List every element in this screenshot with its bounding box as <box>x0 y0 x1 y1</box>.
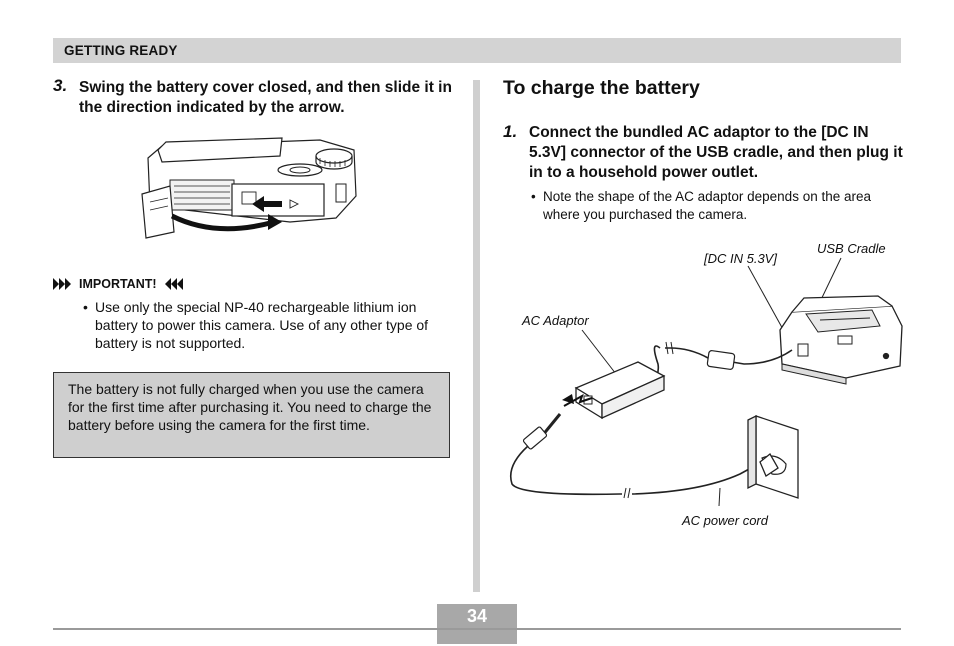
important-item: Use only the special NP-40 rechargeable … <box>83 298 448 352</box>
section-header-title: GETTING READY <box>64 43 178 58</box>
step-1-notes: Note the shape of the AC adaptor depends… <box>531 188 896 224</box>
step-1-number: 1. <box>503 122 518 141</box>
ac-adaptor <box>574 361 666 420</box>
usb-cradle <box>779 295 903 385</box>
label-dc-in: [DC IN 5.3V] <box>704 251 777 266</box>
step-3-number: 3. <box>53 76 68 95</box>
step-1-note-item: Note the shape of the AC adaptor depends… <box>531 188 896 224</box>
label-ac-power-cord: AC power cord <box>682 513 768 528</box>
important-right-marker-icon <box>164 278 183 290</box>
label-usb-cradle: USB Cradle <box>817 241 886 256</box>
camera-battery-cover-illustration <box>141 137 357 239</box>
page-number-tab-bottom <box>437 630 517 644</box>
important-heading: IMPORTANT! <box>53 276 183 292</box>
important-label: IMPORTANT! <box>79 277 157 291</box>
important-left-marker-icon <box>53 278 71 290</box>
step-1-instruction: Connect the bundled AC adaptor to the [D… <box>529 124 903 181</box>
footer-rule <box>53 628 901 630</box>
important-list: Use only the special NP-40 rechargeable … <box>83 298 448 352</box>
label-ac-adaptor: AC Adaptor <box>522 313 589 328</box>
column-divider <box>473 80 480 592</box>
page-number: 34 <box>437 604 517 628</box>
step-3-instruction: Swing the battery cover closed, and then… <box>79 79 452 116</box>
charging-connection-diagram <box>509 257 903 507</box>
note-text: The battery is not fully charged when yo… <box>68 381 432 433</box>
section-title: To charge the battery <box>503 77 700 99</box>
section-header-bar: GETTING READY <box>53 38 901 63</box>
note-box: The battery is not fully charged when yo… <box>53 372 450 458</box>
wall-outlet <box>747 414 799 499</box>
